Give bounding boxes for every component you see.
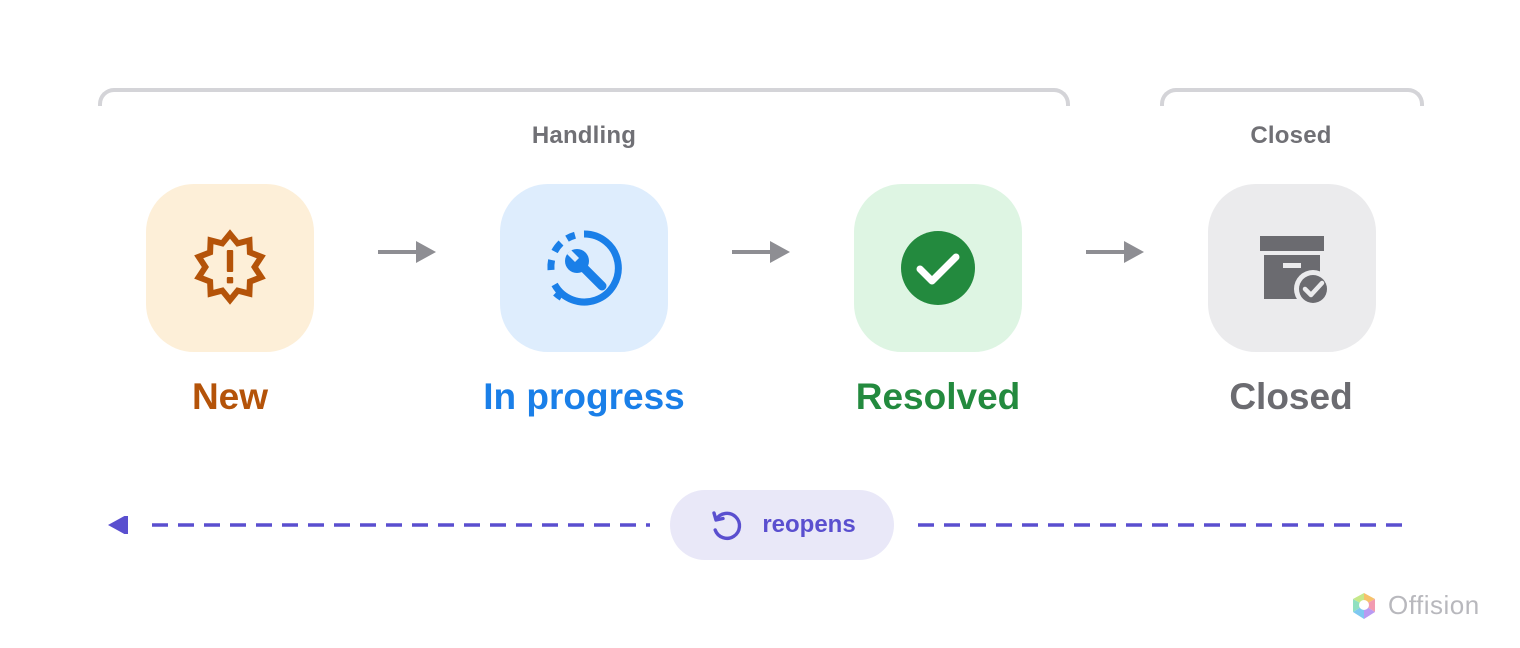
alert-burst-icon [194,229,266,305]
arrow-in-progress-to-resolved [732,241,790,263]
new-stage-label: New [191,376,269,417]
closed-stage-tile [1208,184,1376,352]
reopen-dashed-line-right [918,523,1412,527]
reopens-pill: reopens [670,490,894,560]
archive-check-icon [1260,236,1332,308]
resolved-stage-tile [854,184,1022,352]
arrow-resolved-to-closed [1086,241,1144,263]
handling-group-bracket [98,88,1070,106]
arrow-new-to-in-progress [378,241,436,263]
new-stage-tile [146,184,314,352]
closed-group-bracket [1160,88,1424,106]
in-progress-stage-label: In progress [483,376,685,417]
brand-watermark: Offision [1350,590,1480,621]
reopen-dashed-line-left [108,516,650,534]
wrench-progress-icon [547,230,622,306]
handling-group-label: Handling [531,122,637,149]
refresh-icon [712,511,742,541]
offision-logo-icon [1353,592,1375,619]
closed-group-label: Closed [1250,122,1332,149]
brand-name: Offision [1388,590,1480,620]
in-progress-stage-tile [500,184,668,352]
check-circle-icon [901,231,975,305]
closed-stage-label: Closed [1229,376,1353,417]
resolved-stage-label: Resolved [855,376,1021,417]
reopens-label: reopens [762,511,856,538]
